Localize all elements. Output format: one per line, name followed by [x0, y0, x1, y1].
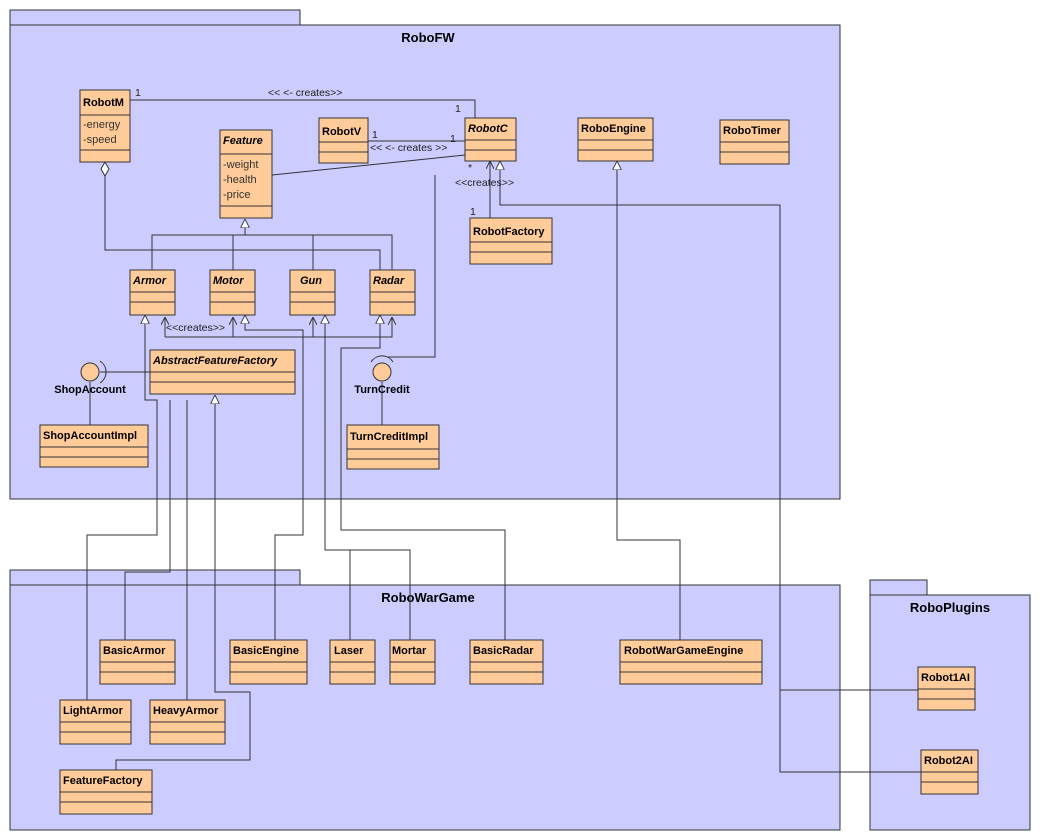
class-robotm-name: RobotM — [83, 97, 124, 109]
class-basicarmor-name: BasicArmor — [103, 645, 166, 657]
class-robotc[interactable]: RobotC — [464, 117, 517, 162]
class-abstractfeaturefactory[interactable]: AbstractFeatureFactory — [149, 349, 296, 395]
class-motor-name: Motor — [213, 275, 244, 287]
class-roboengine-name: RoboEngine — [581, 123, 646, 135]
class-abstractfeaturefactory-name: AbstractFeatureFactory — [152, 355, 278, 367]
package-robofw-title: RoboFW — [401, 30, 455, 45]
class-robotm-attr-speed: -speed — [83, 134, 117, 146]
class-basicradar-name: BasicRadar — [473, 645, 534, 657]
class-mortar[interactable]: Mortar — [389, 639, 436, 685]
class-lightarmor[interactable]: LightArmor — [59, 699, 132, 745]
mult-robotfactory: 1 — [470, 206, 476, 218]
mult-robotc-b: 1 — [450, 133, 456, 145]
class-shopaccountimpl[interactable]: ShopAccountImpl — [39, 424, 149, 468]
class-laser-name: Laser — [334, 645, 364, 657]
mult-robotv: 1 — [372, 129, 378, 141]
class-mortar-name: Mortar — [392, 645, 427, 657]
class-armor-name: Armor — [132, 275, 167, 287]
class-feature-name: Feature — [223, 135, 263, 147]
edge-robotm-aggregation — [104, 175, 381, 270]
class-robotwargameengine[interactable]: RobotWarGameEngine — [619, 639, 763, 685]
class-robotm-attr-energy: -energy — [83, 119, 121, 131]
mult-robotm: 1 — [135, 87, 141, 99]
edge-labels: << <- creates>> << <- creates >> <<creat… — [135, 87, 514, 334]
class-robotm[interactable]: RobotM -energy -speed — [79, 89, 131, 163]
class-robotv[interactable]: RobotV — [318, 117, 369, 164]
class-robot1ai[interactable]: Robot1AI — [917, 666, 976, 711]
class-robotv-name: RobotV — [322, 126, 362, 138]
edge-robotm-robotc — [130, 99, 476, 118]
class-robotwargameengine-name: RobotWarGameEngine — [624, 645, 743, 657]
class-radar[interactable]: Radar — [369, 269, 416, 316]
class-robotc-name: RobotC — [468, 123, 509, 135]
class-feature-attr-weight: -weight — [223, 159, 258, 171]
interface-shopaccount-label: ShopAccount — [54, 384, 126, 396]
interface-turncredit-label: TurnCredit — [354, 384, 410, 396]
mult-robotc-a: 1 — [455, 103, 461, 115]
class-gun[interactable]: Gun — [289, 269, 336, 316]
package-robowargame-title: RoboWarGame — [381, 590, 474, 605]
class-basicarmor[interactable]: BasicArmor — [99, 639, 176, 685]
class-armor[interactable]: Armor — [129, 269, 176, 316]
class-radar-name: Radar — [373, 275, 405, 287]
edges — [86, 99, 921, 773]
class-robotfactory[interactable]: RobotFactory — [469, 217, 553, 265]
edge-robotc-feature — [271, 154, 466, 176]
class-robotfactory-name: RobotFactory — [473, 226, 545, 238]
class-heavyarmor[interactable]: HeavyArmor — [149, 699, 226, 745]
class-roboengine[interactable]: RoboEngine — [577, 117, 654, 162]
class-feature[interactable]: Feature -weight -health -price — [219, 129, 273, 219]
edge-robotc-turncredit — [388, 175, 436, 358]
class-laser[interactable]: Laser — [329, 639, 376, 685]
class-featurefactory-name: FeatureFactory — [63, 775, 143, 787]
interface-turncredit: TurnCredit — [354, 355, 410, 396]
class-heavyarmor-name: HeavyArmor — [153, 705, 219, 717]
package-robofw: RoboFW — [9, 9, 841, 500]
interface-shopaccount: ShopAccount — [54, 360, 126, 396]
class-featurefactory[interactable]: FeatureFactory — [59, 769, 153, 815]
label-creates-robotm: << <- creates>> — [268, 87, 342, 99]
class-shopaccountimpl-name: ShopAccountImpl — [43, 430, 137, 442]
class-turncreditimpl-name: TurnCreditImpl — [350, 431, 428, 443]
label-creates-features: <<creates>> — [166, 322, 225, 334]
class-lightarmor-name: LightArmor — [63, 705, 124, 717]
class-basicengine[interactable]: BasicEngine — [229, 639, 308, 685]
class-basicengine-name: BasicEngine — [233, 645, 299, 657]
label-creates-robotfactory: <<creates>> — [455, 177, 514, 189]
class-basicradar[interactable]: BasicRadar — [469, 639, 544, 685]
mult-robotc-star: * — [468, 162, 472, 174]
label-creates-robotv: << <- creates >> — [370, 142, 447, 154]
class-robot1ai-name: Robot1AI — [921, 672, 970, 684]
class-robotimer[interactable]: RoboTimer — [719, 119, 790, 165]
class-gun-name: Gun — [300, 275, 322, 287]
package-roboplugins-title: RoboPlugins — [910, 600, 990, 615]
class-turncreditimpl[interactable]: TurnCreditImpl — [346, 424, 440, 470]
class-robot2ai[interactable]: Robot2AI — [920, 749, 979, 795]
class-robotimer-name: RoboTimer — [723, 125, 782, 137]
class-feature-attr-price: -price — [223, 189, 251, 201]
class-feature-attr-health: -health — [223, 174, 257, 186]
class-robot2ai-name: Robot2AI — [924, 755, 973, 767]
class-motor[interactable]: Motor — [209, 269, 256, 316]
